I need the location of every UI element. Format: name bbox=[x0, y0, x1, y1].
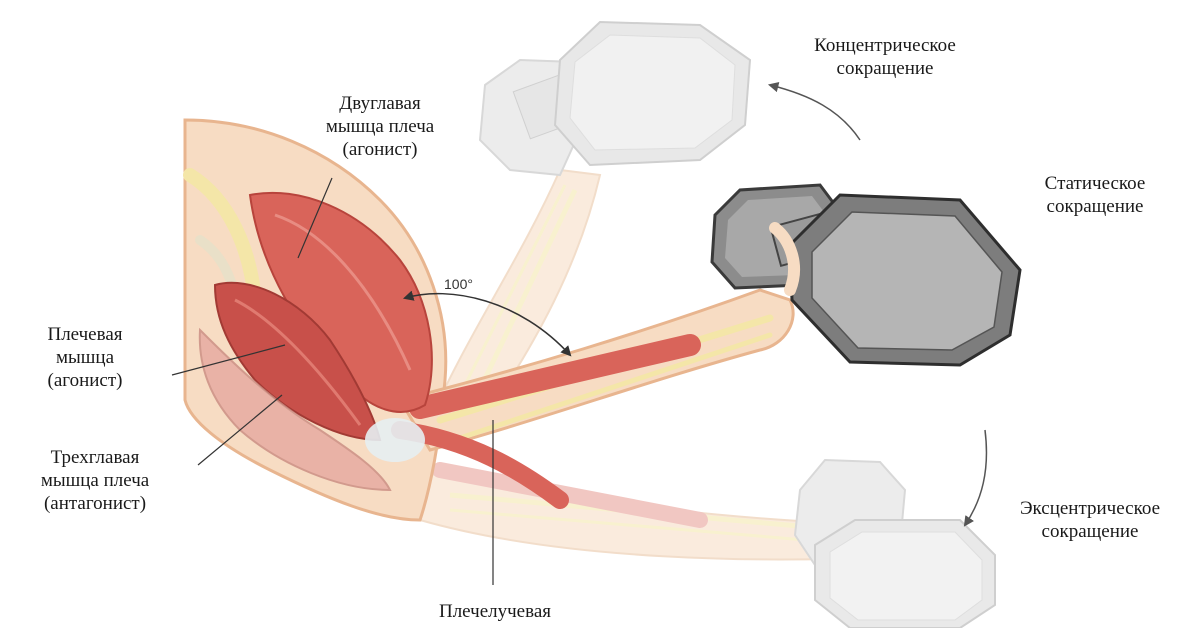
label-brachioradialis: Плечелучевая bbox=[438, 601, 551, 622]
label-eccentric: Эксцентрическое сокращение bbox=[1019, 498, 1161, 542]
eccentric-arrow bbox=[963, 429, 988, 527]
leader-triceps bbox=[197, 394, 283, 466]
brachioradialis-muscle bbox=[409, 334, 701, 419]
dumbbell-static bbox=[710, 183, 1022, 367]
label-brachialis: Плечевая мышца (агонист) bbox=[47, 324, 123, 391]
concentric-arrow bbox=[767, 81, 861, 141]
label-concentric: Концентрическое сокращение bbox=[814, 35, 956, 79]
angle-arc bbox=[402, 290, 572, 357]
elbow-joint bbox=[365, 418, 425, 462]
label-static: Статическое сокращение bbox=[1044, 173, 1146, 217]
label-triceps: Трехглавая мышца плеча (антагонист) bbox=[40, 447, 150, 514]
triceps-muscle bbox=[198, 327, 392, 492]
angle-label: 100° bbox=[444, 276, 473, 292]
forearm-static bbox=[391, 288, 795, 509]
label-biceps: Двуглавая мышца плеча (агонист) bbox=[325, 93, 435, 160]
dumbbell-top bbox=[478, 20, 752, 177]
dumbbell-bottom bbox=[793, 458, 996, 629]
leader-biceps bbox=[297, 177, 333, 259]
leader-brachialis bbox=[171, 344, 286, 376]
arm-muscles bbox=[198, 191, 433, 492]
